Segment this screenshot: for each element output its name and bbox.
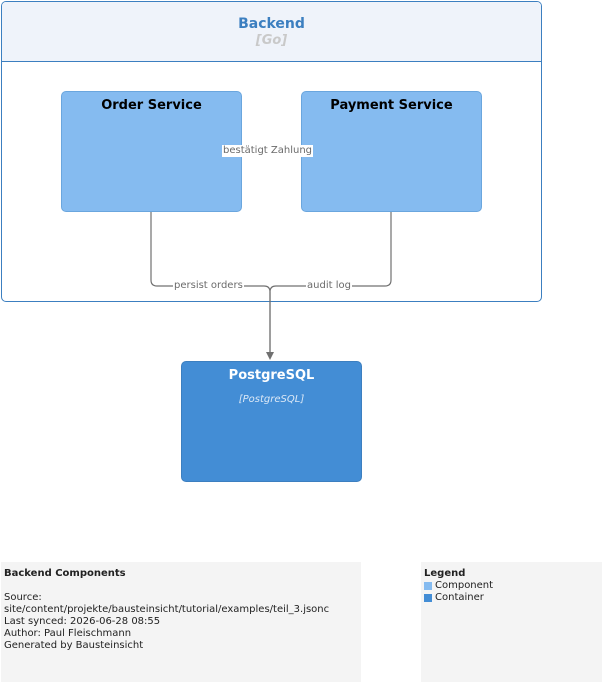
postgresql-technology: [PostgreSQL] (238, 394, 305, 405)
legend-panel: Legend Component Container (421, 562, 602, 682)
info-source-label: Source: (4, 592, 42, 603)
component-swatch-icon (424, 582, 432, 590)
legend-item-label: Component (435, 580, 494, 591)
postgresql-title: PostgreSQL (228, 368, 315, 383)
info-source-path: site/content/projekte/bausteinsicht/tuto… (4, 604, 330, 615)
info-last-synced: Last synced: 2026-06-28 08:55 (4, 616, 161, 627)
legend-item-container: Container (424, 592, 599, 604)
boundary-title: Backend (238, 16, 305, 32)
edge-label-confirms-payment: bestätigt Zahlung (222, 145, 314, 157)
order-service-title: Order Service (101, 98, 202, 113)
info-spacer (4, 580, 358, 592)
boundary-header (2, 2, 541, 62)
postgresql-container[interactable]: PostgreSQL [PostgreSQL] (181, 361, 362, 482)
order-service-component[interactable]: Order Service (61, 91, 242, 212)
payment-service-title: Payment Service (330, 98, 453, 113)
boundary-technology: [Go] (255, 33, 288, 48)
legend-item-component: Component (424, 580, 599, 592)
payment-service-component[interactable]: Payment Service (301, 91, 482, 212)
legend-title: Legend (424, 568, 466, 579)
info-author: Author: Paul Fleischmann (4, 628, 132, 639)
diagram-info-panel: Backend Components Source: site/content/… (1, 562, 361, 682)
edge-label-audit-log: audit log (306, 280, 352, 292)
legend-item-label: Container (435, 592, 484, 603)
edge-label-persist-orders: persist orders (173, 280, 244, 292)
info-generated-by: Generated by Bausteinsicht (4, 640, 144, 651)
container-swatch-icon (424, 594, 432, 602)
info-title: Backend Components (4, 568, 126, 579)
